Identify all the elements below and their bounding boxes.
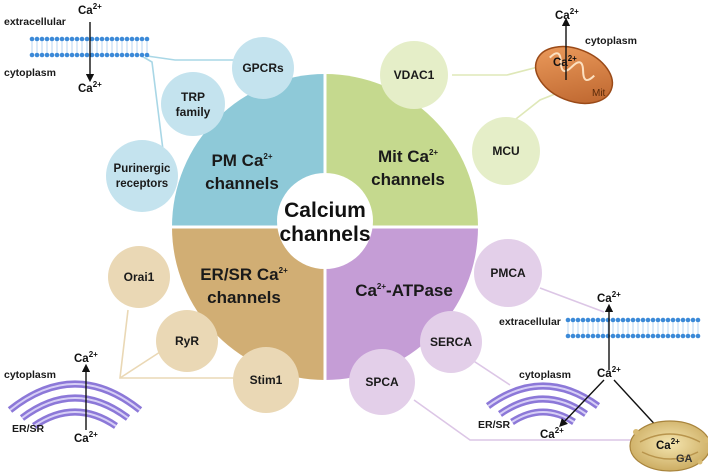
membrane-top-left: Ca2+ Ca2+ extracellular cytoplasm xyxy=(4,2,150,95)
bubble-pmca xyxy=(474,239,542,307)
center-line1: Calcium xyxy=(284,199,366,222)
label-cytoplasm-mit: cytoplasm xyxy=(585,35,637,47)
bubble-vdac1 xyxy=(380,41,448,109)
ion-ca-top-left-lower: Ca2+ xyxy=(78,80,102,95)
bubble-pmca-label: PMCA xyxy=(490,266,526,280)
bubble-orai1 xyxy=(108,246,170,308)
ion-ca-serca: Ca2+ xyxy=(540,426,564,441)
bubble-trp-label1: TRP xyxy=(181,90,205,104)
bubble-spca-label: SPCA xyxy=(365,375,399,389)
label-cytoplasm-er: cytoplasm xyxy=(4,369,56,381)
ion-ca-mit-inner: Ca2+ xyxy=(553,54,577,69)
connector-pmca-membrane xyxy=(539,287,605,313)
label-extracellular-top: extracellular xyxy=(4,16,66,28)
bubbles: GPCRs TRP family Purinergic receptors VD… xyxy=(106,37,542,415)
ion-ca-pm-lower: Ca2+ xyxy=(597,365,621,380)
quadrant-mit-title: Mit Ca2+ xyxy=(378,147,438,166)
bubble-ryr-label: RyR xyxy=(175,334,199,348)
bubble-gpcrs xyxy=(232,37,294,99)
label-cytoplasm-top: cytoplasm xyxy=(4,67,56,79)
label-cytoplasm-bottom: cytoplasm xyxy=(519,369,571,381)
bubble-mcu-label: MCU xyxy=(492,144,519,158)
central-wheel: Calcium channels PM Ca2+ channels Mit Ca… xyxy=(172,74,478,380)
bubble-purinergic-label1: Purinergic xyxy=(114,163,171,175)
label-er-sr-right: ER/SR xyxy=(478,419,511,431)
quadrant-er-sr-ca-channels xyxy=(172,227,325,380)
golgi-apparatus: Ca2+ GA xyxy=(629,420,708,472)
bubble-serca xyxy=(420,311,482,373)
quadrant-mit-ca-channels xyxy=(325,74,478,227)
label-mit: Mit xyxy=(592,88,606,99)
quadrant-mit-subtitle: channels xyxy=(371,170,445,189)
er-sr-bottom-right: Ca2+ ER/SR xyxy=(478,379,663,441)
ion-ca-mit-upper: Ca2+ xyxy=(555,7,579,22)
mitochondrion: Ca2+ Ca2+ cytoplasm Mit xyxy=(534,7,637,105)
quadrant-er-subtitle: channels xyxy=(207,288,281,307)
quadrant-er-title: ER/SR Ca2+ xyxy=(200,265,288,284)
ion-ca-golgi: Ca2+ xyxy=(656,437,680,452)
connector-lines xyxy=(119,54,640,441)
bubble-purinergic-label2: receptors xyxy=(116,178,168,190)
connector-ryr-er xyxy=(119,351,161,379)
connector-spca-golgi xyxy=(413,399,640,441)
center-circle xyxy=(277,173,373,269)
bubble-purinergic-receptors xyxy=(106,140,178,212)
quadrant-ca-atpase xyxy=(325,227,478,380)
quadrant-pm-ca-channels xyxy=(172,74,325,227)
bubble-trp-family xyxy=(161,72,225,136)
center-line2: channels xyxy=(279,223,370,246)
bubble-stim1-label: Stim1 xyxy=(250,373,283,387)
bubble-mcu xyxy=(472,117,540,185)
connector-pm-membrane-2 xyxy=(139,54,164,151)
er-sr-bottom-left: Ca2+ Ca2+ cytoplasm ER/SR xyxy=(4,350,143,445)
label-extracellular-bottom: extracellular xyxy=(499,316,561,328)
label-ga: GA xyxy=(676,453,693,465)
quadrant-pm-title: PM Ca2+ xyxy=(211,151,272,170)
quadrant-atp-title: Ca2+-ATPase xyxy=(355,281,453,300)
bubble-orai1-label: Orai1 xyxy=(124,270,155,284)
bubble-spca xyxy=(349,349,415,415)
bubble-ryr xyxy=(156,310,218,372)
bubble-vdac1-label: VDAC1 xyxy=(394,68,435,82)
label-er-sr-left: ER/SR xyxy=(12,423,45,435)
ion-ca-top-left-upper: Ca2+ xyxy=(78,2,102,17)
ion-ca-er-lower: Ca2+ xyxy=(74,430,98,445)
bubble-stim1 xyxy=(233,347,299,413)
bubble-gpcrs-label: GPCRs xyxy=(242,61,284,75)
quadrant-pm-subtitle: channels xyxy=(205,174,279,193)
ion-ca-pm-upper: Ca2+ xyxy=(597,290,621,305)
membrane-bottom-right: Ca2+ Ca2+ extracellular cytoplasm xyxy=(499,290,702,381)
bubble-serca-label: SERCA xyxy=(430,335,472,349)
connector-pm-membrane xyxy=(139,54,237,61)
bubble-trp-label2: family xyxy=(176,105,211,119)
ion-ca-er-upper: Ca2+ xyxy=(74,350,98,365)
